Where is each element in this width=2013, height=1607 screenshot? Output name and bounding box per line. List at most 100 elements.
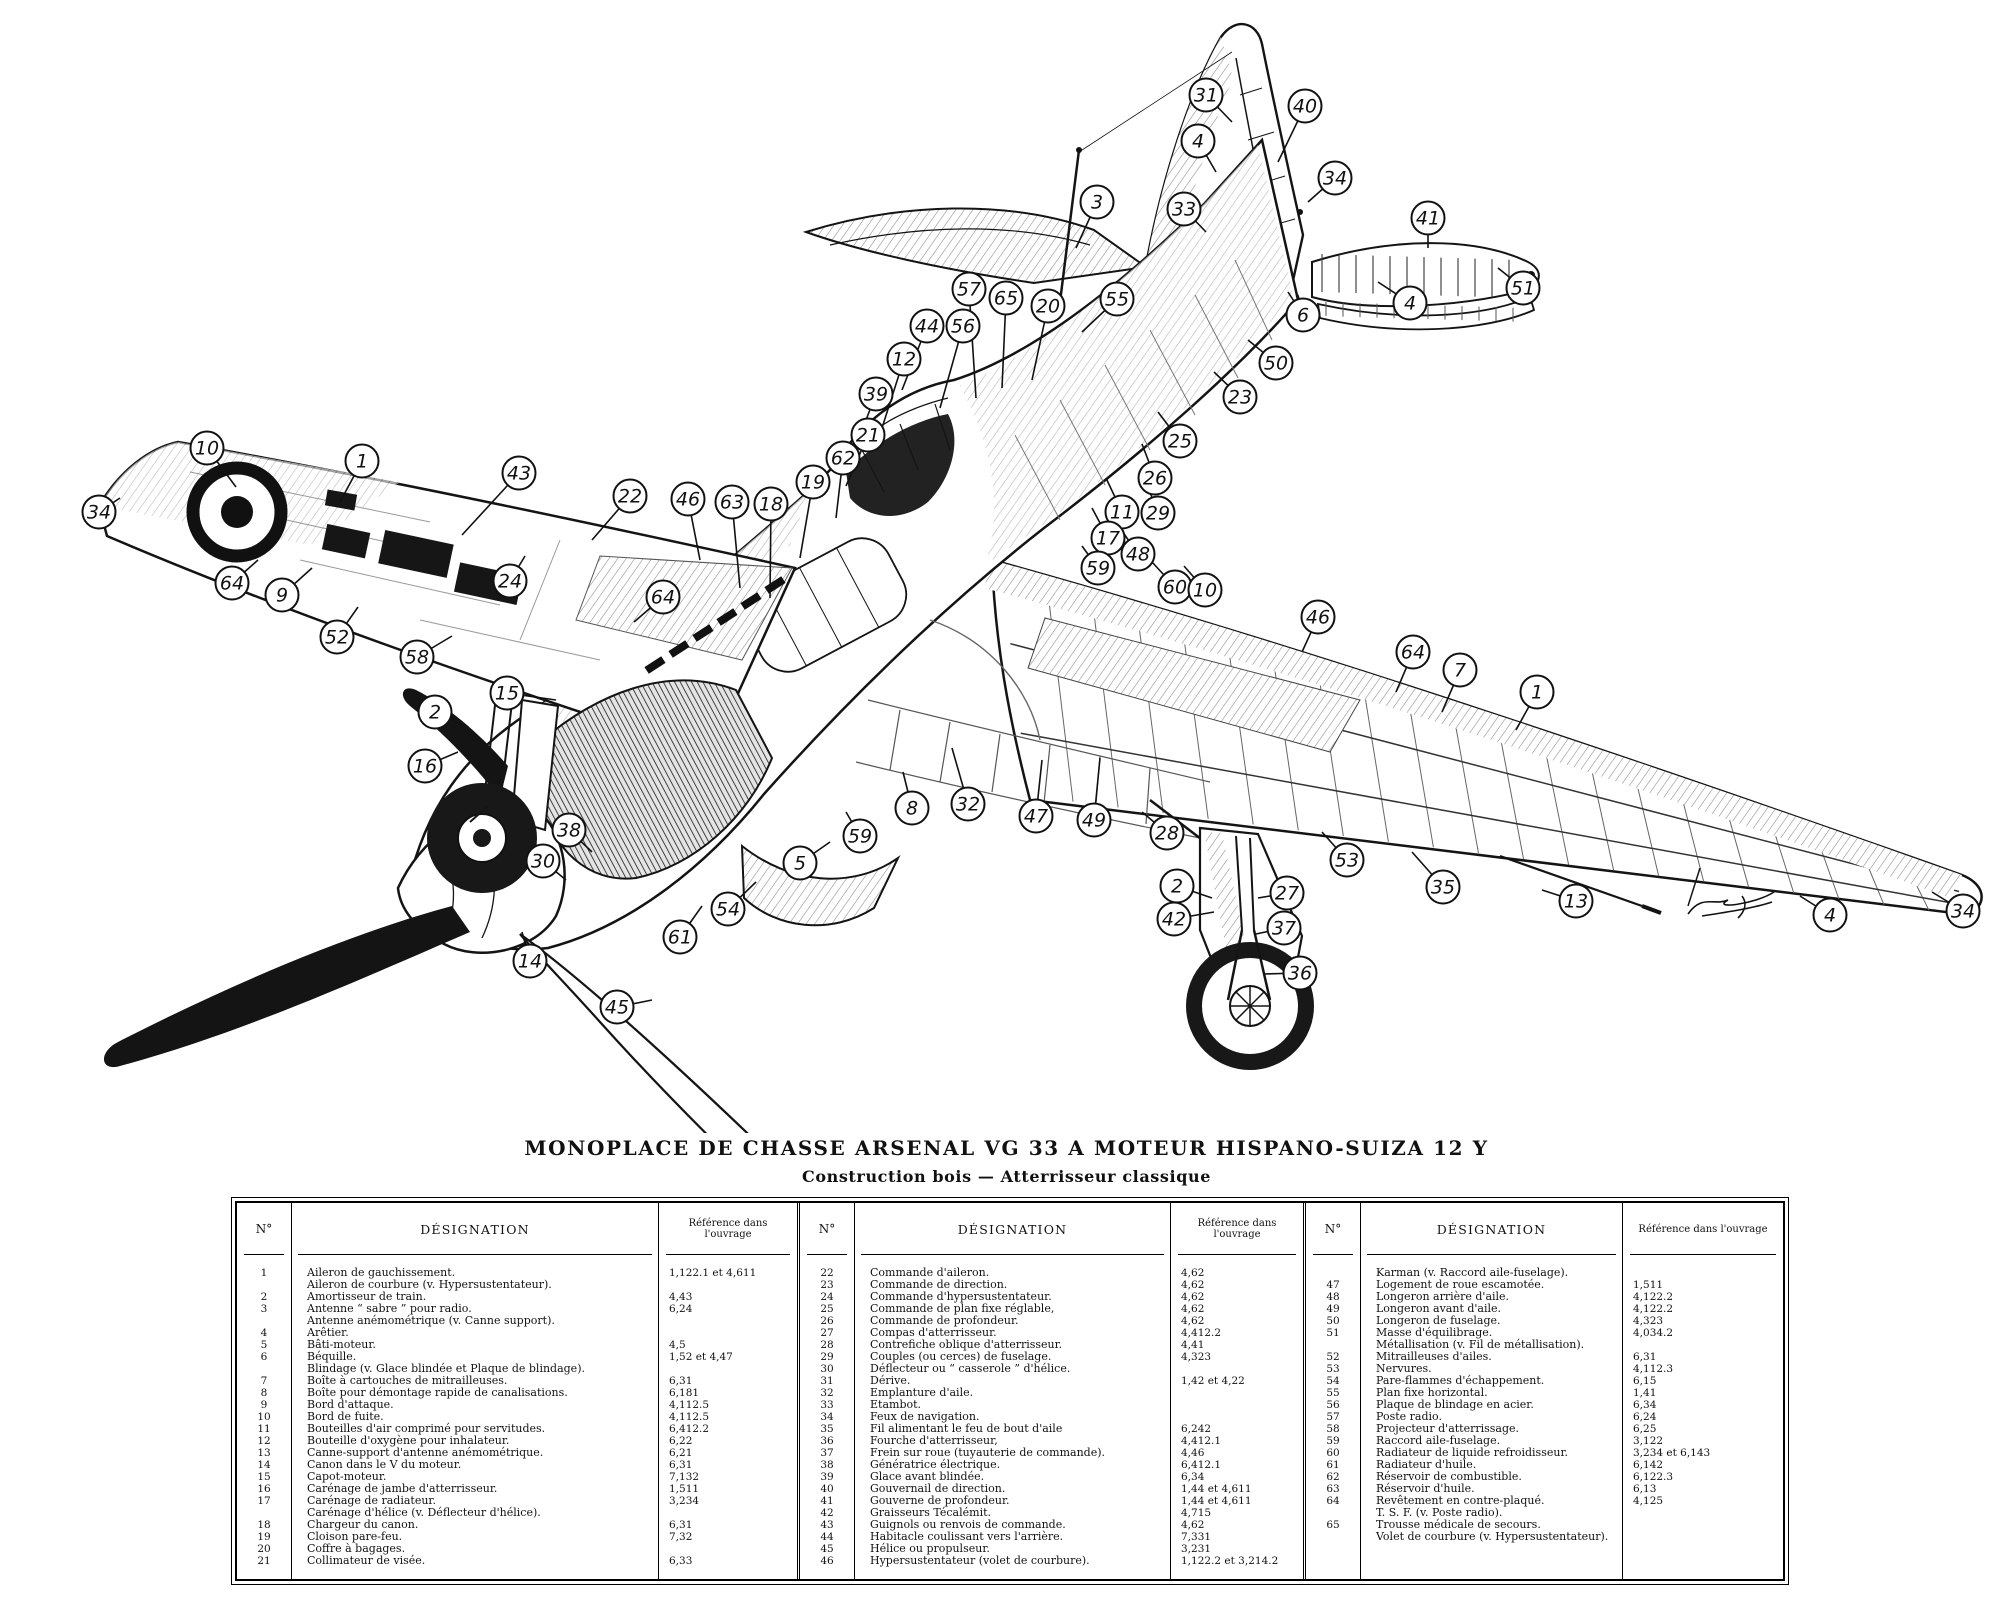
row-designation: Etambot. [870,1398,922,1411]
row-designation: Hypersustentateur (volet de courbure). [870,1554,1090,1567]
row-reference: 1,122.2 et 3,214.2 [1181,1555,1279,1567]
row-number: 58 [1326,1423,1340,1435]
row-designation: Capot-moteur. [307,1470,387,1483]
callout-42: 42 [1156,901,1192,937]
row-reference: 7,32 [669,1531,693,1543]
row-reference: 4,125 [1633,1495,1664,1507]
row-reference [1171,1399,1303,1411]
row-number: 7 [260,1375,268,1387]
row-reference: 4,715 [1181,1507,1212,1519]
rear-fuselage-hatch [960,145,1293,565]
landing-gear-left [427,687,560,893]
row-designation: Masse d'équilibrage. [1376,1326,1493,1339]
row-designation: T. S. F. (v. Poste radio). [1376,1506,1503,1519]
svg-text:14: 14 [518,951,542,973]
row-designation: Béquille. [307,1350,357,1363]
callout-47: 47 [1018,798,1054,834]
callout-36: 36 [1282,955,1318,991]
row-reference [659,1543,797,1555]
row-reference: 4,5 [669,1339,686,1351]
row-designation: Canne-support d'antenne anémométrique. [307,1446,544,1459]
row-designation: Bouteilles d'air comprimé pour servitude… [307,1422,546,1435]
svg-text:45: 45 [605,997,629,1019]
svg-text:10: 10 [1193,580,1217,602]
svg-text:4: 4 [1824,905,1836,927]
callout-43: 43 [501,455,537,491]
right-wheel-spokes [1230,986,1270,1026]
row-number [237,1315,291,1327]
callout-52: 52 [319,619,355,655]
row-designation: Revêtement en contre-plaqué. [1376,1494,1545,1507]
legend-table-inner: N° DÉSIGNATION Référence dans l'ouvrage … [235,1201,1785,1581]
svg-text:49: 49 [1082,810,1106,832]
row-designation: Volet de courbure (v. Hypersustentateur)… [1376,1530,1609,1543]
row-reference: 6,31 [669,1519,693,1531]
callout-28: 28 [1149,815,1185,851]
legend-column-2: N° DÉSIGNATION Référence dans l'ouvrage … [797,1203,1303,1579]
row-number: 54 [1326,1375,1340,1387]
leader-line-57 [968,288,977,399]
row-designation: Boîte à cartouches de mitrailleuses. [307,1374,508,1387]
row-designation: Métallisation (v. Fil de métallisation). [1376,1338,1585,1351]
callout-22: 22 [612,478,648,514]
svg-text:46: 46 [1306,607,1330,629]
row-designation: Bord de fuite. [307,1410,384,1423]
row-number: 19 [257,1531,271,1543]
row-reference: 6,181 [669,1387,700,1399]
callout-34: 34 [1317,160,1353,196]
row-designation: Amortisseur de train. [307,1290,427,1303]
row-designation: Bord d'attaque. [307,1398,394,1411]
legend-row: T. S. F. (v. Poste radio). [1306,1507,1783,1519]
row-reference [659,1315,797,1327]
svg-text:38: 38 [557,820,581,842]
callout-8: 8 [894,790,930,826]
row-reference: 7,132 [669,1471,700,1483]
row-reference [1623,1339,1783,1351]
roundel [186,461,288,563]
row-reference: 7,331 [1181,1531,1212,1543]
legend-table: N° DÉSIGNATION Référence dans l'ouvrage … [231,1197,1789,1585]
svg-text:1: 1 [356,451,368,473]
row-designation: Plan fixe horizontal. [1376,1386,1488,1399]
row-designation: Canon dans le V du moteur. [307,1458,462,1471]
svg-text:13: 13 [1564,891,1588,913]
row-reference: 3,231 [1181,1543,1212,1555]
row-reference [659,1327,797,1339]
callout-49: 49 [1076,802,1112,838]
row-number: 33 [820,1399,834,1411]
svg-text:3: 3 [1091,192,1103,214]
header-num: N° [237,1203,291,1255]
canopy-bars [861,403,951,493]
left-wing [97,440,797,750]
svg-text:33: 33 [1172,199,1196,221]
row-reference: 4,46 [1181,1447,1205,1459]
row-number: 27 [820,1327,834,1339]
svg-text:12: 12 [892,349,916,371]
callout-27: 27 [1269,875,1305,911]
header-reference: Référence dans l'ouvrage [659,1203,797,1255]
row-reference: 4,62 [1181,1519,1205,1531]
svg-text:2: 2 [1171,876,1183,898]
callout-59: 59 [842,818,878,854]
diagram-subtitle: Construction bois — Atterrisseur classiq… [801,1167,1211,1186]
svg-text:20: 20 [1036,296,1060,318]
row-number: 30 [820,1363,834,1375]
legend-row: Aileron de courbure (v. Hypersustentateu… [237,1279,797,1291]
legend-row: Métallisation (v. Fil de métallisation). [1306,1339,1783,1351]
row-reference: 6,15 [1633,1375,1657,1387]
svg-text:64: 64 [220,573,244,595]
